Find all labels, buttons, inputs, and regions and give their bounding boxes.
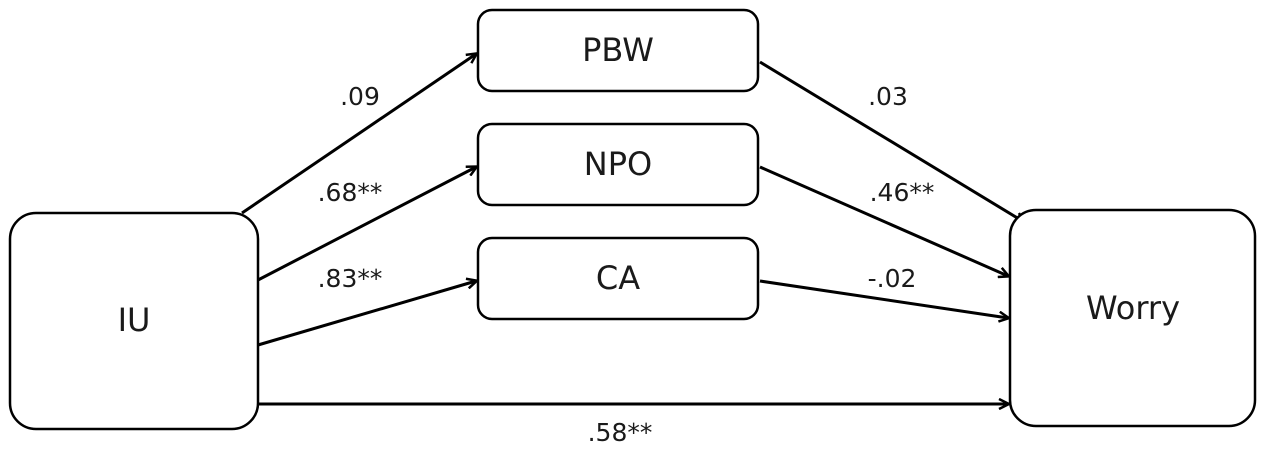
edge-iu-npo — [257, 167, 476, 282]
node-worry-label: Worry — [1086, 289, 1180, 327]
coef-iu-pbw: .09 — [340, 82, 380, 111]
edge-iu-pbw — [241, 54, 476, 215]
node-ca: CA — [476, 236, 760, 321]
coef-iu-ca: .83** — [318, 264, 383, 293]
node-npo-label: NPO — [584, 145, 652, 183]
node-iu: IU — [8, 211, 260, 431]
coef-pbw-worry: .03 — [868, 82, 908, 111]
edge-npo-worry — [759, 165, 1008, 276]
node-iu-label: IU — [118, 301, 151, 339]
node-npo: NPO — [476, 122, 760, 207]
edge-ca-worry — [759, 279, 1008, 318]
node-pbw: PBW — [476, 8, 760, 93]
coef-ca-worry: -.02 — [868, 264, 917, 293]
edge-pbw-worry — [759, 60, 1024, 222]
edge-iu-ca — [257, 281, 476, 347]
node-pbw-label: PBW — [582, 31, 654, 69]
coef-iu-worry: .58** — [588, 418, 653, 447]
node-ca-label: CA — [596, 259, 640, 297]
coef-iu-npo: .68** — [318, 178, 383, 207]
node-worry: Worry — [1008, 208, 1257, 428]
coef-npo-worry: .46** — [870, 178, 935, 207]
